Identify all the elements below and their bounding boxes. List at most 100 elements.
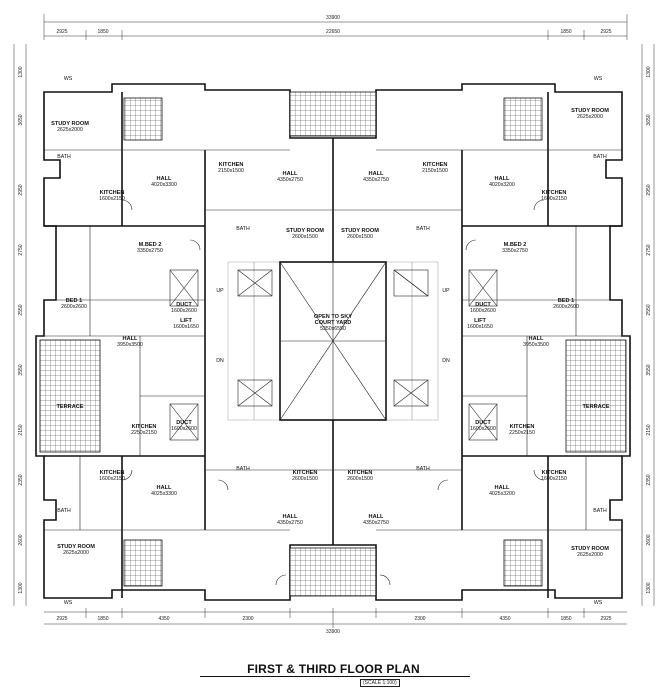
- label-duct: DUCT: [475, 302, 491, 308]
- label-bath: BATH: [416, 466, 430, 472]
- dim-bottom-total: 33900: [326, 629, 340, 635]
- label-bath: BATH: [57, 154, 71, 160]
- label-bed: BED 1: [66, 298, 82, 304]
- dim-right-10: 1300: [646, 582, 652, 593]
- label-duct: DUCT: [176, 420, 192, 426]
- label-kitchen: KITCHEN: [100, 190, 125, 196]
- scale-note: (SCALE 1:100): [360, 679, 400, 687]
- label-size: 2625x2000: [57, 127, 83, 133]
- label-size: 1600x1650: [173, 324, 199, 330]
- label-kitchen: KITCHEN: [132, 424, 157, 430]
- label-lift: LIFT: [180, 318, 192, 324]
- label-size: 1600x2600: [171, 308, 197, 314]
- label-up: UP: [216, 288, 224, 294]
- label-size: 4025x3200: [489, 491, 515, 497]
- title-underline: [200, 676, 470, 677]
- label-kitchen: KITCHEN: [423, 162, 448, 168]
- label-size: 3950x3500: [523, 342, 549, 348]
- label-size: 2250x2150: [509, 430, 535, 436]
- dim-right-3: 2950: [646, 184, 652, 195]
- label-bed: BED 1: [558, 298, 574, 304]
- label-size: 1600x2150: [541, 196, 567, 202]
- door-swings: [121, 199, 545, 586]
- dim-right-5: 2550: [646, 304, 652, 315]
- label-hall: HALL: [157, 485, 172, 491]
- label-size: 5350x6550: [320, 326, 346, 332]
- label-size: 4350x2750: [363, 177, 389, 183]
- label-bath: BATH: [236, 466, 250, 472]
- label-study-room: STUDY ROOM: [341, 228, 379, 234]
- label-hall: HALL: [369, 514, 384, 520]
- label-up: UP: [442, 288, 450, 294]
- label-duct: DUCT: [176, 302, 192, 308]
- label-hall: HALL: [123, 336, 138, 342]
- label-size: 2250x2150: [131, 430, 157, 436]
- dim-right-8: 2350: [646, 474, 652, 485]
- label-size: 2150x1500: [422, 168, 448, 174]
- label-bath: BATH: [593, 154, 607, 160]
- dim-right-2: 3650: [646, 114, 652, 125]
- label-hall: HALL: [283, 514, 298, 520]
- plan-title: FIRST & THIRD FLOOR PLAN: [247, 662, 420, 676]
- label-hall: HALL: [157, 176, 172, 182]
- label-study-room: STUDY ROOM: [571, 108, 609, 114]
- side-dimensions: 1300 3650 2950 2750 2550 3550 2150 2350 …: [18, 66, 652, 593]
- dim-left-10: 1300: [18, 582, 24, 593]
- label-courtyard: OPEN TO SKY: [314, 314, 352, 320]
- dim-bottom-2: 1850: [97, 616, 108, 622]
- dim-left-5: 2550: [18, 304, 24, 315]
- label-bath: BATH: [236, 226, 250, 232]
- label-dn: DN: [442, 358, 450, 364]
- label-size: 4350x2750: [277, 177, 303, 183]
- label-lift: LIFT: [474, 318, 486, 324]
- label-size: 4020x3300: [151, 182, 177, 188]
- dimension-lines: [13, 14, 655, 628]
- dim-top-1: 2925: [56, 29, 67, 35]
- label-size: 2600x2600: [553, 304, 579, 310]
- label-hall: HALL: [369, 171, 384, 177]
- stair-cores: [169, 261, 498, 441]
- terraces: [39, 91, 627, 597]
- label-size: 4020x3200: [489, 182, 515, 188]
- label-kitchen: KITCHEN: [100, 470, 125, 476]
- label-bath: BATH: [57, 508, 71, 514]
- label-kitchen: KITCHEN: [348, 470, 373, 476]
- dim-left-7: 2150: [18, 424, 24, 435]
- label-size: 1600x2600: [470, 308, 496, 314]
- label-study-room: STUDY ROOM: [51, 121, 89, 127]
- label-hall: HALL: [495, 176, 510, 182]
- label-size: 3350x2750: [137, 248, 163, 254]
- dim-left-6: 3550: [18, 364, 24, 375]
- dim-bottom-5: 2300: [414, 616, 425, 622]
- label-size: 4025x3300: [151, 491, 177, 497]
- dim-bottom-6: 4350: [499, 616, 510, 622]
- label-size: 1600x2600: [470, 426, 496, 432]
- label-kitchen: KITCHEN: [219, 162, 244, 168]
- room-labels: STUDY ROOM 2625x2000 STUDY ROOM 2625x200…: [51, 76, 610, 606]
- label-hall: HALL: [529, 336, 544, 342]
- dim-left-2: 3650: [18, 114, 24, 125]
- dim-right-1: 1300: [646, 66, 652, 77]
- label-courtyard-2: COURT YARD: [315, 320, 352, 326]
- label-size: 1600x2150: [99, 476, 125, 482]
- label-study-room: STUDY ROOM: [286, 228, 324, 234]
- dim-bottom-8: 2925: [600, 616, 611, 622]
- label-terrace: TERRACE: [56, 404, 83, 410]
- label-master-bed: M.BED 2: [139, 242, 162, 248]
- label-size: 1600x2600: [171, 426, 197, 432]
- label-size: 1600x2150: [99, 196, 125, 202]
- dim-left-1: 1300: [18, 66, 24, 77]
- dim-top-5: 2925: [600, 29, 611, 35]
- label-study-room: STUDY ROOM: [57, 544, 95, 550]
- dim-bottom-4: 2300: [242, 616, 253, 622]
- dim-bottom-7: 1850: [560, 616, 571, 622]
- dim-right-6: 3550: [646, 364, 652, 375]
- dim-top-2: 1850: [97, 29, 108, 35]
- dim-right-4: 2750: [646, 244, 652, 255]
- label-size: 2600x2600: [61, 304, 87, 310]
- label-size: 2600x1500: [292, 476, 318, 482]
- label-size: 2600x1500: [347, 234, 373, 240]
- dim-top-3: 22650: [326, 29, 340, 35]
- label-duct: DUCT: [475, 420, 491, 426]
- dim-left-3: 2950: [18, 184, 24, 195]
